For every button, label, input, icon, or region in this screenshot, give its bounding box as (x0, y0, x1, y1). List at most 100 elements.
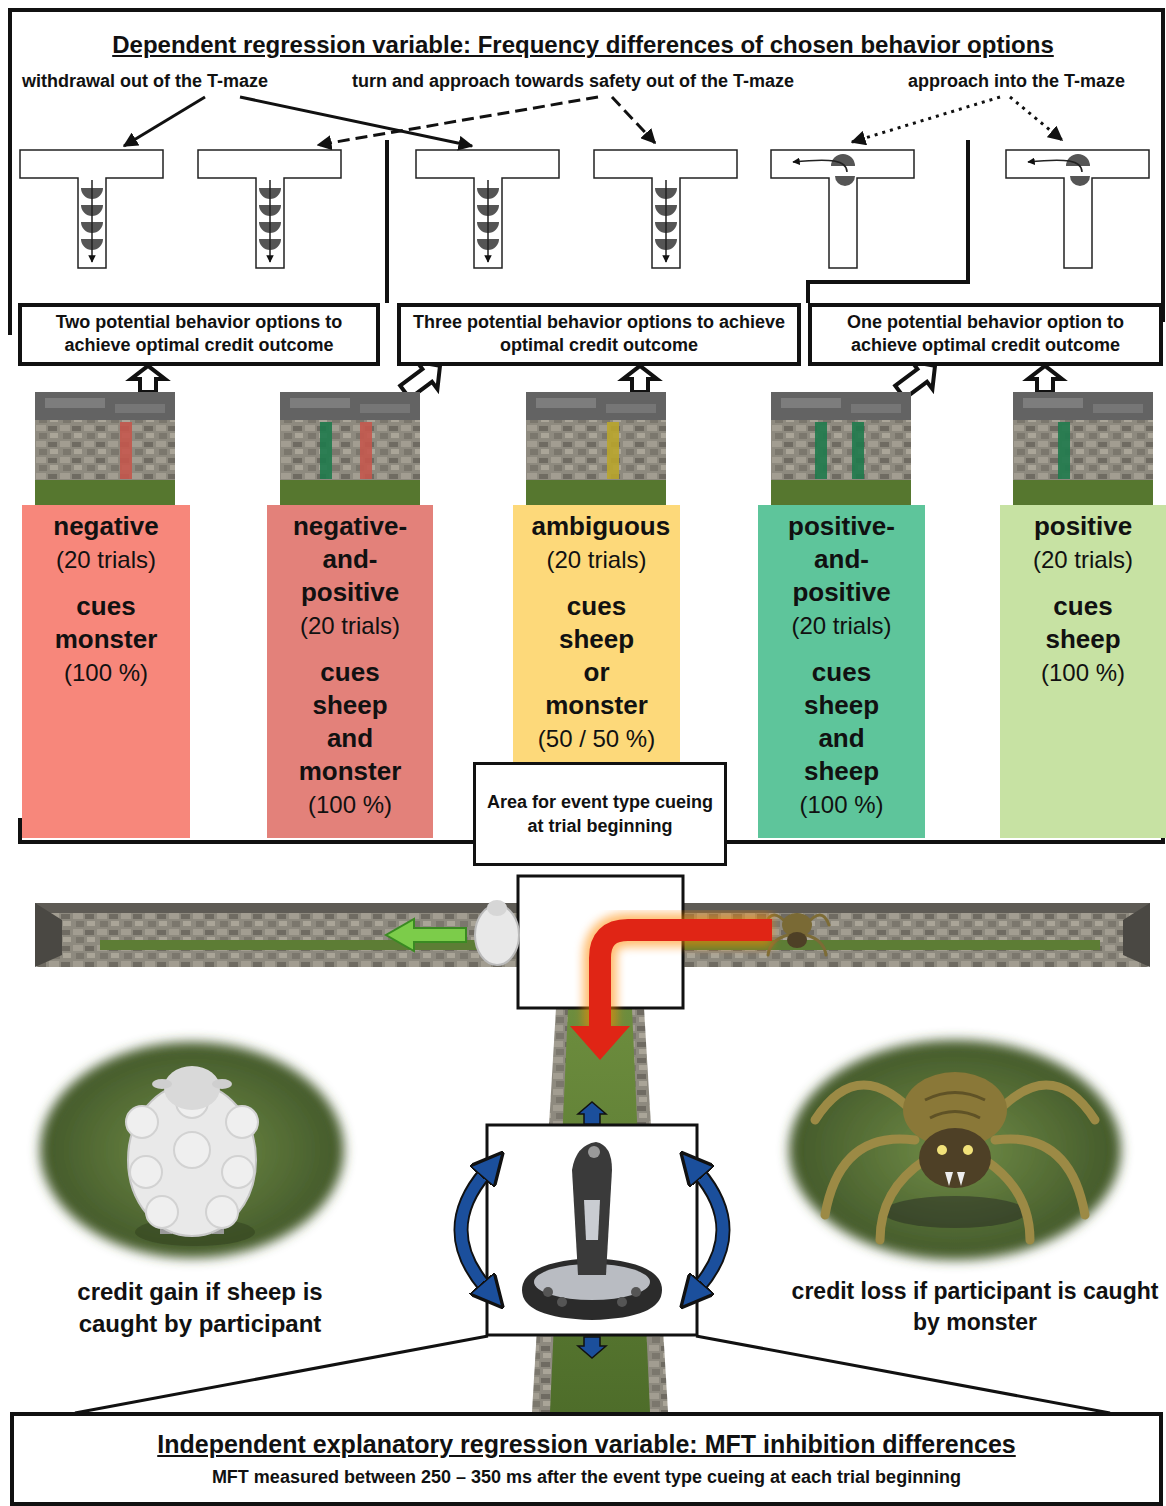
wall (526, 420, 666, 482)
sky (1013, 392, 1153, 422)
condition-heading: cues sheep or monster (544, 590, 650, 722)
leader-arrows (612, 97, 655, 143)
red-arrow (600, 930, 772, 1030)
cue-image (35, 392, 175, 505)
small-monster (765, 913, 829, 955)
movement-arrows (578, 1337, 606, 1358)
condition-heading: negative-and-positive (285, 510, 415, 609)
wall (1013, 420, 1153, 482)
cue-image (771, 392, 911, 505)
cue-image (280, 392, 420, 505)
sheep-picture (146, 1196, 178, 1228)
condition-column: positive-and-positive(20 trials) cues she… (758, 392, 925, 838)
column-text: positive(20 trials)cues sheep(100 %) (1000, 392, 1166, 697)
cue-image (1013, 392, 1153, 505)
controller-box (631, 1287, 641, 1297)
sheep-picture (126, 1106, 158, 1138)
grass (771, 480, 911, 505)
sky (771, 392, 911, 422)
green-arrow (386, 919, 466, 951)
condition-detail: (20 trials) (762, 609, 921, 642)
title: Dependent regression variable: Frequency… (112, 30, 1054, 60)
condition-column: negative-and-positive(20 trials) cues she… (267, 392, 433, 838)
sheep-picture (222, 1156, 254, 1188)
condition-detail: (50 / 50 %) (517, 722, 676, 755)
funnel-lines (75, 1336, 1110, 1413)
condition-detail: (20 trials) (1004, 543, 1162, 576)
movement-arrows (461, 1172, 486, 1288)
t-maze-pictograms (416, 150, 559, 268)
condition-detail: (20 trials) (517, 543, 676, 576)
sheep-picture (152, 1079, 172, 1089)
outer-frame (10, 10, 1163, 335)
condition-detail: (100 %) (762, 788, 921, 821)
cue-image (526, 392, 666, 505)
wall (280, 420, 420, 482)
monster-picture (883, 1196, 1027, 1228)
funnel-lines (75, 1336, 488, 1413)
monster-picture (985, 1160, 1030, 1240)
cue-bar (360, 422, 372, 479)
outcome-label: credit gain if sheep is caught by partic… (35, 1276, 365, 1341)
condition-column: negative(20 trials)cues monster(100 %) (22, 392, 190, 838)
condition-detail: (100 %) (1004, 656, 1162, 689)
behavior-label: approach into the T-maze (908, 69, 1125, 93)
t-maze-pictograms (20, 150, 1149, 268)
movement-arrows (461, 1172, 486, 1288)
grass (526, 480, 666, 505)
monster-picture (789, 1040, 1121, 1260)
cue-bar (1058, 422, 1070, 479)
node-text: Three potential behavior options to achi… (409, 311, 789, 358)
cue-bar (607, 422, 619, 479)
title-row: Dependent regression variable: Frequency… (0, 30, 1166, 60)
condition-heading: positive-and-positive (777, 510, 907, 609)
cue-bar (120, 422, 132, 479)
hollow-arrow (131, 366, 165, 392)
condition-column: positive(20 trials)cues sheep(100 %) (1000, 392, 1166, 838)
cloud (851, 404, 901, 413)
red-arrow (570, 930, 772, 1060)
cloud (1093, 404, 1143, 413)
movement-arrows (578, 1102, 606, 1124)
variable-box: Independent explanatory regression varia… (10, 1412, 1163, 1506)
outcome-label: credit loss if participant is caught by … (790, 1276, 1160, 1338)
monster-picture (925, 1093, 985, 1119)
cloud (290, 398, 350, 408)
controller-box (617, 1297, 627, 1307)
condition-detail: (20 trials) (271, 609, 429, 642)
node-text: Area for event type cueing at trial begi… (486, 790, 714, 839)
outcome-box: Two potential behavior options to achiev… (18, 303, 380, 366)
condition-heading: negative (41, 510, 171, 543)
condition-heading: cues sheep and monster (297, 656, 403, 788)
cloud (360, 404, 410, 413)
sheep-picture (174, 1132, 210, 1168)
movement-arrows (698, 1172, 723, 1288)
controller-box (543, 1287, 553, 1297)
controller-box (487, 1125, 697, 1335)
controller-box (487, 1125, 697, 1335)
controller-box (557, 1297, 567, 1307)
small-monster (806, 935, 826, 955)
condition-heading: cues monster (53, 590, 159, 656)
condition-heading: cues sheep and sheep (789, 656, 895, 788)
red-arrow (600, 930, 772, 1030)
hollow-arrow (623, 366, 657, 392)
monster-picture (919, 1128, 991, 1188)
hollow-arrow (1028, 366, 1062, 392)
monster-picture (880, 1160, 925, 1240)
grass (1013, 480, 1153, 505)
monster-picture (963, 1145, 973, 1155)
leader-arrows (852, 97, 1000, 142)
column-text: negative(20 trials)cues monster(100 %) (22, 392, 190, 697)
t-maze-pictograms (1006, 150, 1149, 268)
sheep-picture (212, 1079, 232, 1089)
sky (526, 392, 666, 422)
t-maze-pictograms (198, 150, 341, 268)
column-text: positive-and-positive(20 trials) cues she… (758, 392, 925, 829)
sheep-picture (130, 1156, 162, 1188)
sheep-picture (164, 1066, 220, 1110)
cloud (536, 398, 596, 408)
grass (35, 480, 175, 505)
leader-arrows (1010, 97, 1062, 140)
